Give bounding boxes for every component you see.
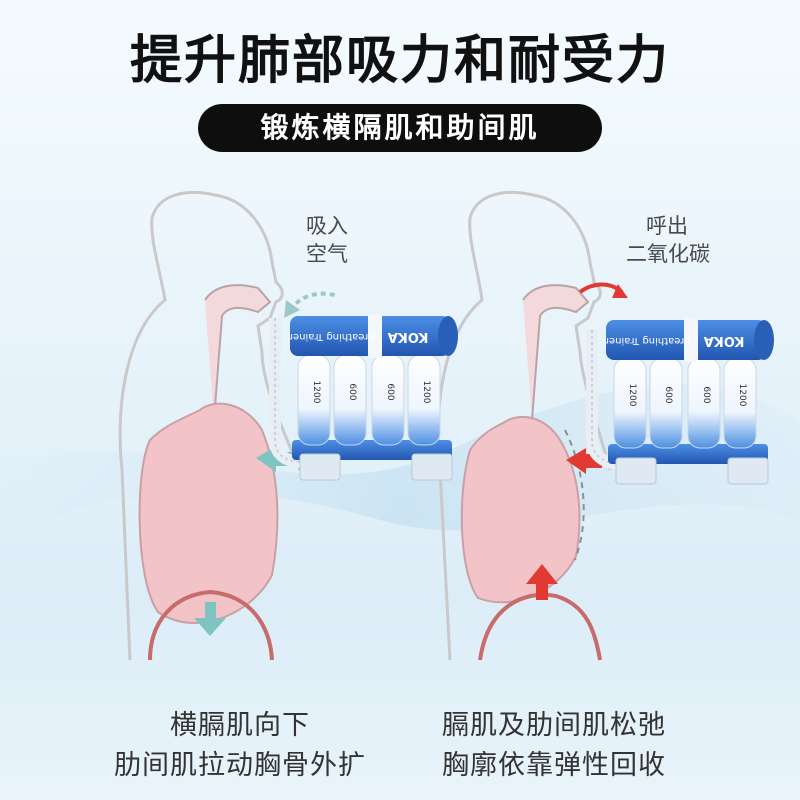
right-cyl-label-1: 1200: [627, 384, 637, 407]
right-lung: [460, 415, 581, 604]
left-body: [118, 190, 339, 661]
left-cyl-label-3: 600: [385, 383, 395, 400]
right-caption: 膈肌及肋间肌松弛 胸廓依靠弹性回收: [384, 706, 724, 786]
page-title: 提升肺部吸力和耐受力: [129, 31, 670, 91]
left-caption: 横膈肌向下 肋间肌拉动胸骨外扩: [70, 706, 410, 786]
right-caption-line2: 胸廓依靠弹性回收: [442, 750, 666, 781]
diaphragm-up-arrow: [526, 564, 558, 600]
right-breathing-trainer: 1200 600 600 1200 Breathing Trainer KOKA: [586, 318, 774, 485]
diaphragm-down-arrow: [194, 602, 226, 636]
left-cyl-label-4: 1200: [421, 381, 431, 404]
exhale-label: 呼出 二氧化碳: [626, 212, 710, 268]
right-cyl-label-2: 600: [663, 386, 673, 403]
left-cyl-label-2: 600: [347, 383, 357, 400]
left-device-product: Breathing Trainer: [288, 331, 375, 342]
left-breathing-trainer: 1200 600 600 1200 Breathing Trainer KOKA: [269, 314, 458, 481]
subtitle-badge: 锻炼横隔肌和助间肌: [198, 104, 602, 152]
left-caption-line2: 肋间肌拉动胸骨外扩: [114, 750, 366, 781]
exhale-label-line2: 二氧化碳: [626, 242, 710, 266]
right-cyl-label-3: 600: [701, 386, 711, 403]
inhale-label-line1: 吸入: [306, 214, 348, 238]
left-caption-line1: 横膈肌向下: [170, 710, 310, 741]
right-cyl-label-4: 1200: [737, 384, 747, 407]
left-lung: [138, 402, 279, 624]
right-device-product: Breathing Trainer: [604, 335, 691, 346]
background-wave: [0, 384, 800, 540]
inhale-label-line2: 空气: [306, 242, 348, 266]
inhale-label: 吸入 空气: [306, 212, 348, 268]
right-caption-line1: 膈肌及肋间肌松弛: [442, 710, 666, 741]
right-body: [436, 190, 628, 661]
left-device-brand: KOKA: [388, 329, 429, 344]
left-cyl-label-1: 1200: [311, 381, 321, 404]
exhale-label-line1: 呼出: [646, 214, 688, 238]
right-device-brand: KOKA: [704, 333, 745, 348]
